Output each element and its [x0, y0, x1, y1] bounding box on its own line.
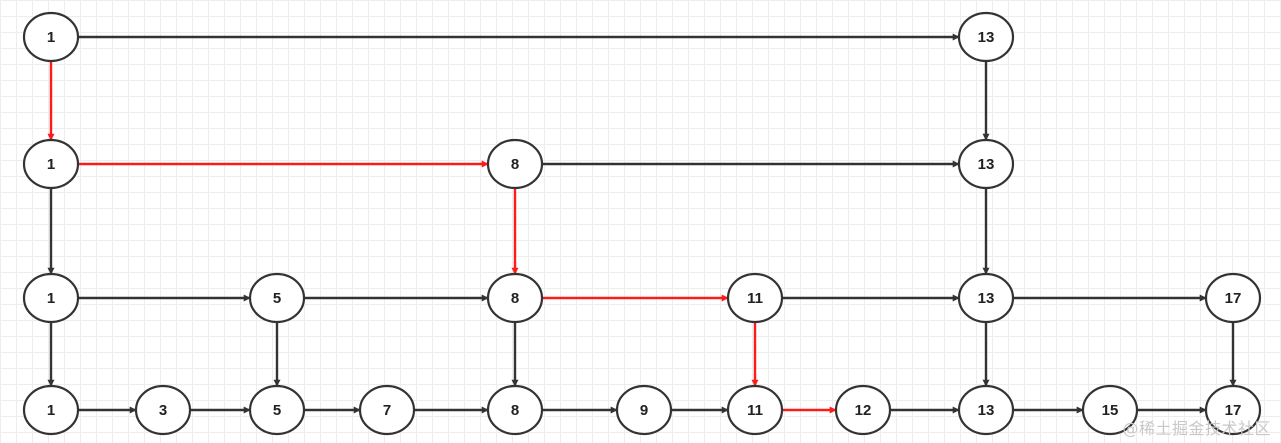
- node-circle: [957, 138, 1015, 190]
- node-circle: [834, 384, 892, 436]
- node-circle: [1204, 384, 1262, 436]
- edges-layer: [47, 33, 1237, 414]
- node-circle: [22, 272, 80, 324]
- node-label: 13: [978, 290, 995, 307]
- node-label: 5: [273, 402, 281, 419]
- watermark-text: @稀土掘金技术社区: [1122, 419, 1271, 438]
- node-label: 1: [47, 290, 55, 307]
- node-label: 17: [1225, 402, 1242, 419]
- node-n3_11: 11: [726, 384, 784, 436]
- node-circle: [615, 384, 673, 436]
- node-label: 1: [47, 402, 55, 419]
- node-label: 13: [978, 402, 995, 419]
- node-circle: [486, 138, 544, 190]
- node-label: 13: [978, 29, 995, 46]
- node-circle: [1204, 272, 1262, 324]
- node-n3_12: 12: [834, 384, 892, 436]
- node-label: 15: [1102, 402, 1119, 419]
- node-n0_13: 13: [957, 11, 1015, 63]
- node-n2_5: 5: [248, 272, 306, 324]
- node-n3_9: 9: [615, 384, 673, 436]
- node-n3_5: 5: [248, 384, 306, 436]
- node-circle: [22, 138, 80, 190]
- node-n3_3: 3: [134, 384, 192, 436]
- node-label: 9: [640, 402, 648, 419]
- node-circle: [486, 272, 544, 324]
- node-label: 8: [511, 290, 519, 307]
- node-n3_8: 8: [486, 384, 544, 436]
- node-label: 12: [855, 402, 872, 419]
- node-circle: [22, 11, 80, 63]
- node-label: 1: [47, 29, 55, 46]
- node-n2_1: 1: [22, 272, 80, 324]
- node-label: 5: [273, 290, 281, 307]
- node-label: 7: [383, 402, 391, 419]
- node-label: 11: [747, 290, 763, 307]
- node-circle: [957, 384, 1015, 436]
- node-n3_7: 7: [358, 384, 416, 436]
- node-circle: [726, 384, 784, 436]
- node-n3_1: 1: [22, 384, 80, 436]
- node-n0_1: 1: [22, 11, 80, 63]
- node-circle: [726, 272, 784, 324]
- node-circle: [358, 384, 416, 436]
- node-label: 1: [47, 156, 55, 173]
- node-circle: [486, 384, 544, 436]
- node-label: 8: [511, 156, 519, 173]
- node-n2_11: 11: [726, 272, 784, 324]
- node-n2_17: 17: [1204, 272, 1262, 324]
- node-n1_1: 1: [22, 138, 80, 190]
- node-n2_8: 8: [486, 272, 544, 324]
- node-label: 3: [159, 402, 167, 419]
- node-circle: [1081, 384, 1139, 436]
- node-n2_13: 13: [957, 272, 1015, 324]
- node-circle: [22, 384, 80, 436]
- node-circle: [248, 384, 306, 436]
- node-circle: [957, 272, 1015, 324]
- node-n1_13: 13: [957, 138, 1015, 190]
- node-n3_17: 17: [1204, 384, 1262, 436]
- node-circle: [248, 272, 306, 324]
- node-label: 17: [1225, 290, 1242, 307]
- node-label: 11: [747, 402, 763, 419]
- node-circle: [134, 384, 192, 436]
- node-n3_15: 15: [1081, 384, 1139, 436]
- node-n3_13: 13: [957, 384, 1015, 436]
- node-label: 13: [978, 156, 995, 173]
- node-n1_8: 8: [486, 138, 544, 190]
- node-label: 8: [511, 402, 519, 419]
- node-circle: [957, 11, 1015, 63]
